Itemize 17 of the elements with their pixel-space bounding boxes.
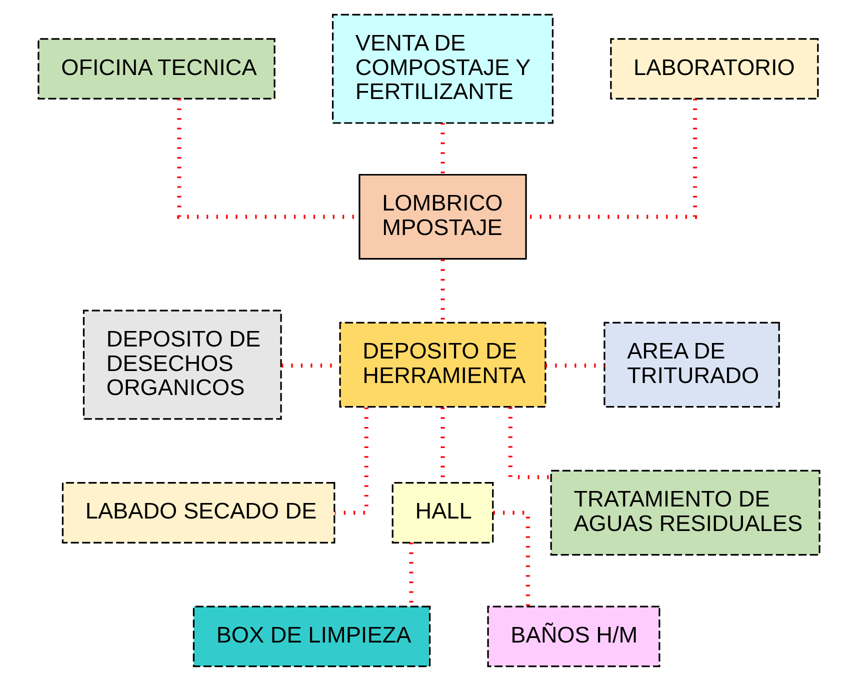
connector: [508, 407, 551, 480]
node-box: DEPOSITO DE HERRAMIENTA: [339, 322, 546, 408]
node-box: OFICINA TECNICA: [38, 38, 276, 100]
node-box: BOX DE LIMPIEZA: [192, 606, 431, 668]
connector: [545, 364, 604, 368]
node-box: HALL: [392, 482, 494, 544]
node-box: DEPOSITO DE DESECHOS ORGANICOS: [82, 310, 282, 420]
node-box: LABADO SECADO DE: [62, 482, 336, 544]
node-box: TRATAMIENTO DE AGUAS RESIDUALES: [550, 470, 820, 556]
connector: [493, 510, 530, 606]
node-box: BAÑOS H/M: [487, 606, 660, 668]
connector: [334, 408, 368, 515]
connector: [440, 123, 445, 175]
node-box: AREA DE TRITURADO: [604, 322, 780, 408]
node-box: LABORATORIO: [610, 38, 819, 100]
node-box: LOMBRICO MPOSTAJE: [358, 174, 527, 260]
node-box: VENTA DE COMPOSTAJE Y FERTILIZANTE: [332, 14, 554, 124]
